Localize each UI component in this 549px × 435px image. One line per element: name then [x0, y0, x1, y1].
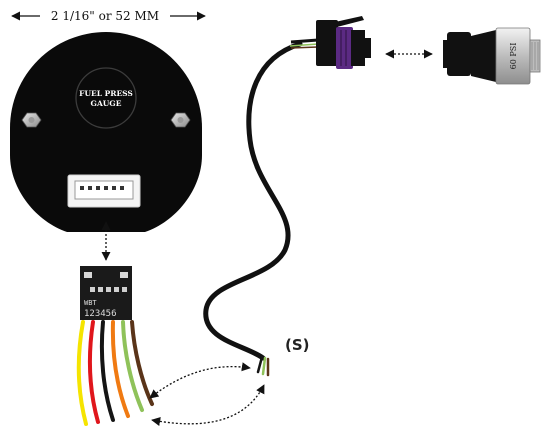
- gauge-label-line1: FUEL PRESS: [79, 89, 133, 98]
- harness-tag: WBT: [84, 299, 97, 307]
- harness-plug: WBT 123456: [80, 266, 132, 320]
- harness-wires: [76, 320, 154, 426]
- sensor-cable: [203, 41, 303, 361]
- gauge-label-line2: GAUGE: [91, 99, 122, 108]
- signal-label: (S): [285, 336, 310, 354]
- dimension-indicator: 2 1/16" or 52 MM: [11, 9, 206, 23]
- wire-brown: [130, 320, 154, 406]
- connector-seal: [336, 27, 353, 69]
- wire-green: [121, 320, 144, 412]
- harness-signal-connection-lower: [151, 384, 265, 426]
- wire-black: [99, 320, 115, 422]
- harness-signal-connection-upper: [149, 362, 251, 399]
- gauge: FUEL PRESS GAUGE: [10, 32, 202, 232]
- wire-yellow: [76, 320, 88, 426]
- sensor-label: 60 PSI: [509, 43, 518, 70]
- sensor-wire-green: [261, 356, 267, 376]
- wire-orange: [110, 320, 130, 418]
- sensor-wire-black: [256, 355, 264, 374]
- wire-red: [88, 320, 100, 424]
- sensor-cable-end-wires: [256, 355, 270, 377]
- gauge-connector: [67, 174, 141, 208]
- gauge-dial: [75, 67, 137, 129]
- harness-pin-numbers: 123456: [84, 309, 117, 319]
- sensor-connector: [289, 16, 371, 69]
- pressure-sensor: 60 PSI: [443, 27, 541, 85]
- dimension-label: 2 1/16" or 52 MM: [51, 9, 159, 23]
